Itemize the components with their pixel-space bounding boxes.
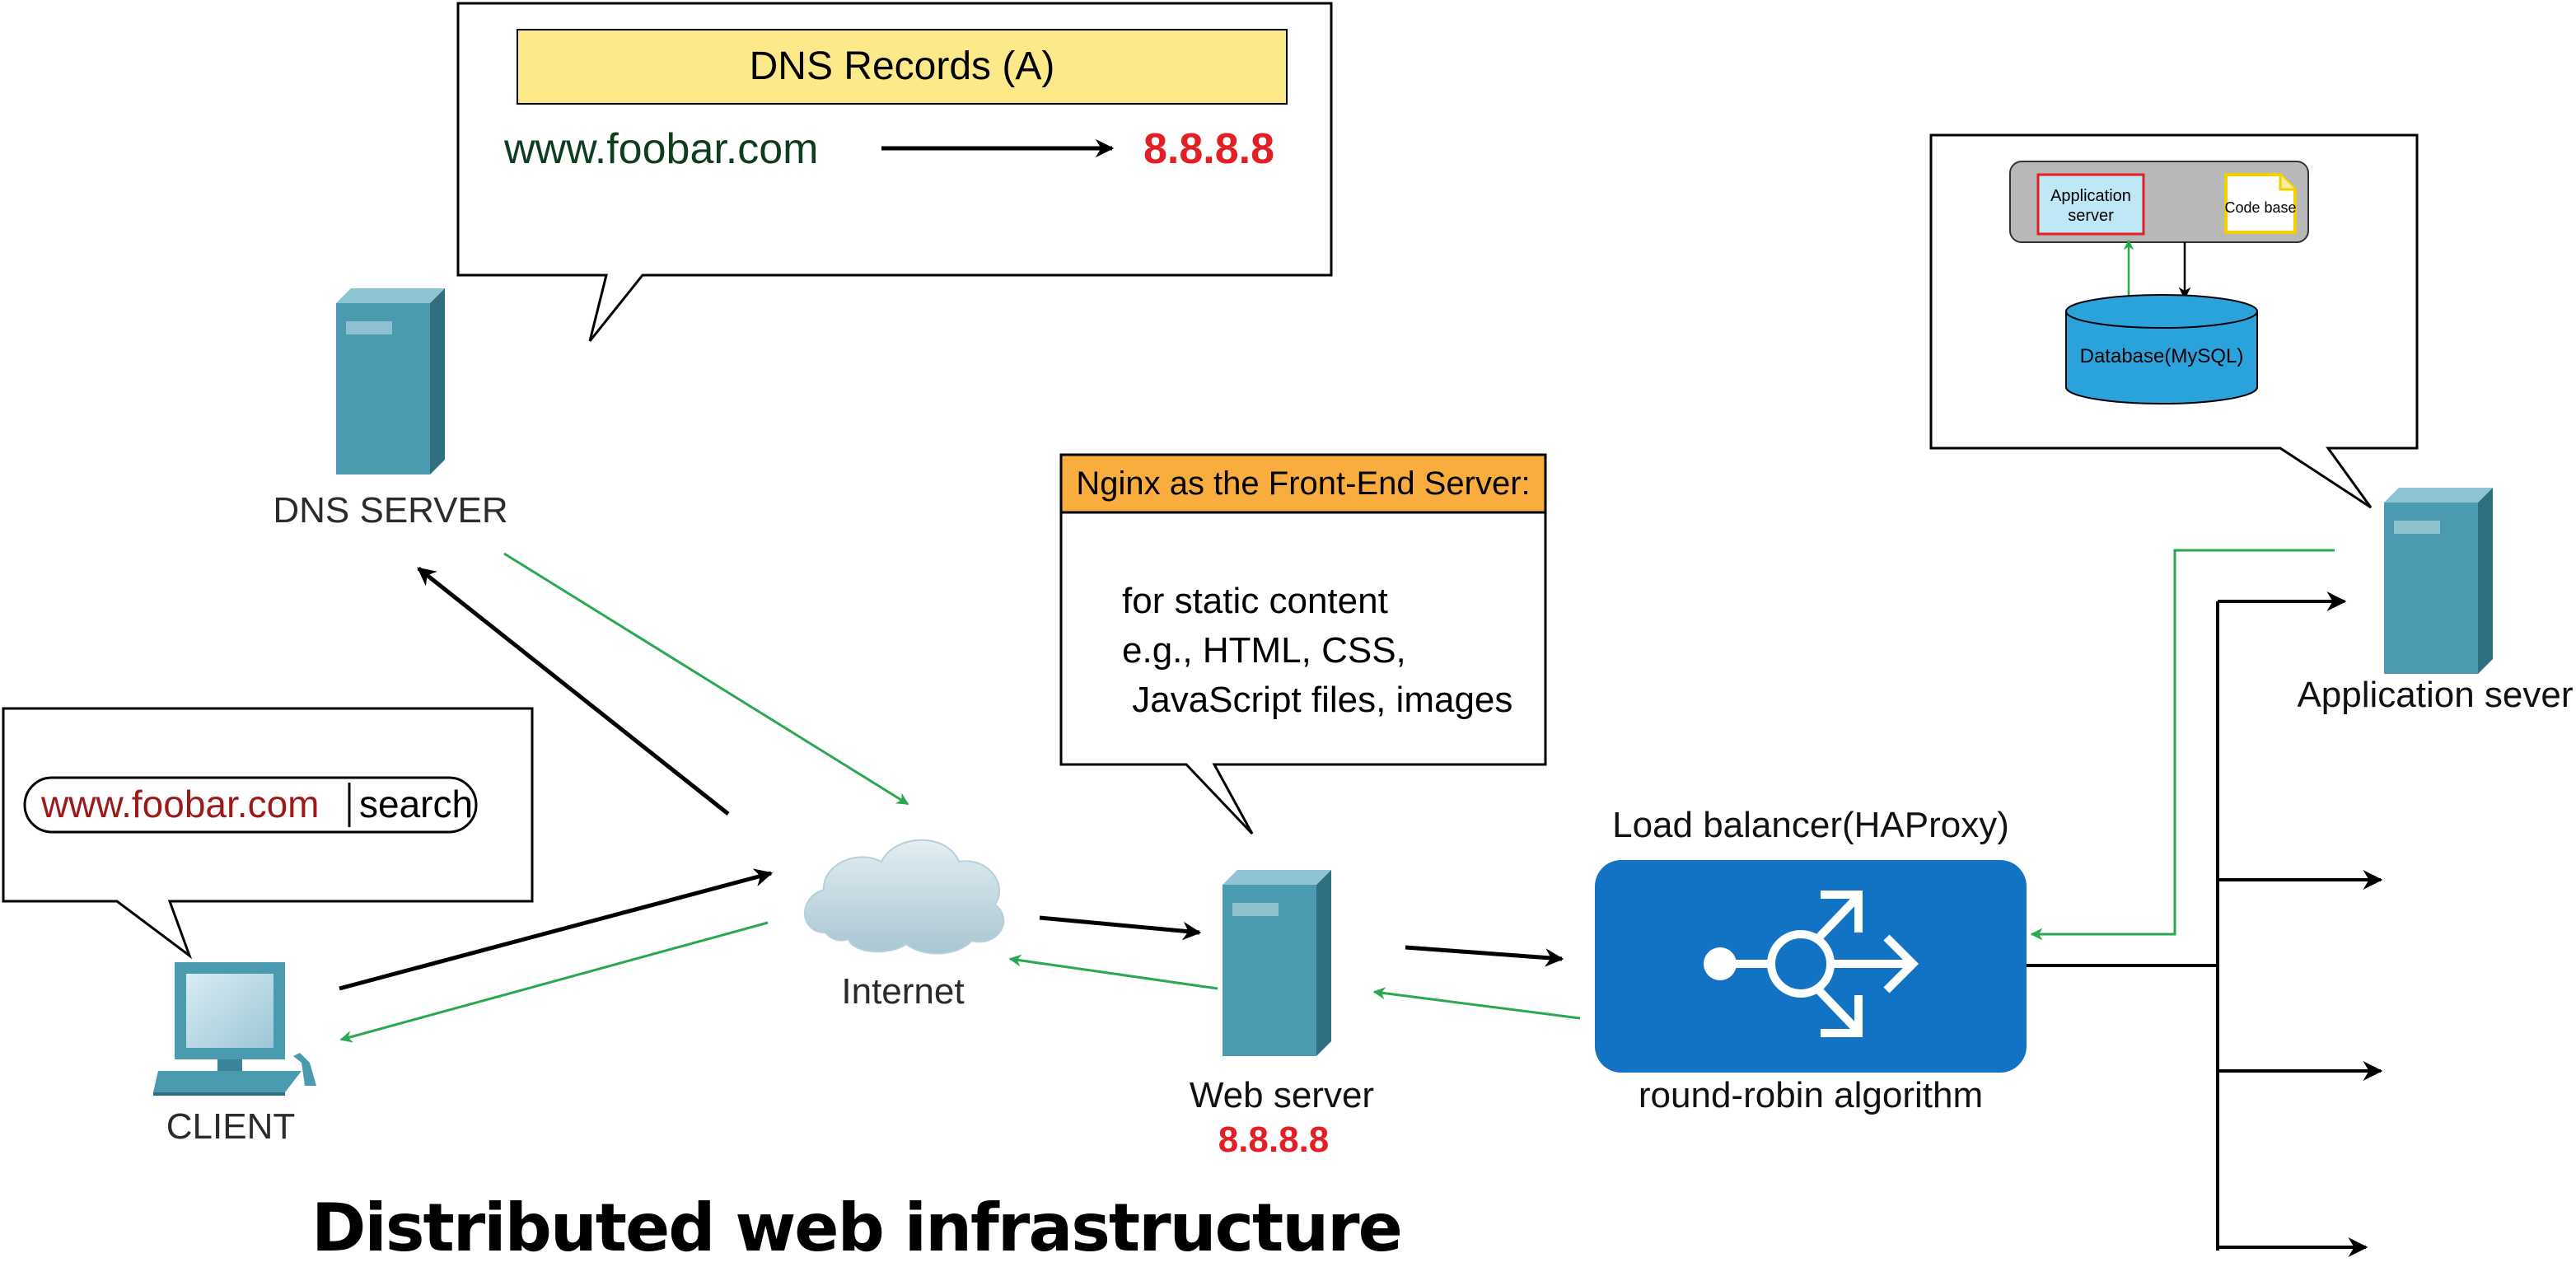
app-server-box (2036, 173, 2145, 236)
lb-distribution-bus (2027, 601, 2219, 1251)
application-server-icon (2384, 488, 2493, 674)
search-button[interactable]: search (359, 783, 473, 825)
dns-record-domain: www.foobar.com (503, 125, 819, 173)
dns-server-icon (336, 288, 445, 475)
dns-records-header-text: DNS Records (A) (750, 44, 1055, 88)
nginx-callout-line-2: e.g., HTML, CSS, (1122, 630, 1406, 671)
app-server-callout: Application server Code base Database(My… (1929, 133, 2419, 509)
diagram-title: Distributed web infrastructure (311, 1190, 1401, 1266)
nginx-callout-header-text: Nginx as the Front-End Server: (1076, 465, 1530, 502)
arrow-app-server-to-lb (2030, 549, 2335, 941)
client-callout: www.foobar.com search (2, 707, 534, 960)
nginx-callout-line-3: JavaScript files, images (1122, 680, 1512, 720)
arrow-internet-to-webserver (1039, 915, 1202, 941)
arrow-webserver-to-internet (1008, 954, 1218, 990)
web-server-label: Web server (1190, 1075, 1374, 1115)
arrow-webserver-to-lb (1405, 945, 1564, 967)
client-label: CLIENT (166, 1106, 295, 1147)
web-server-icon (1223, 870, 1331, 1056)
code-base-label: Code base (2224, 199, 2296, 216)
arrow-internet-to-client (339, 921, 769, 1043)
internet-cloud-icon (804, 839, 1005, 955)
arrow-client-to-internet (339, 868, 774, 991)
app-server-box-line-1: Application (2050, 187, 2131, 205)
flow-arrows (339, 549, 2383, 1257)
web-server-ip: 8.8.8.8 (1218, 1120, 1330, 1160)
browser-search-box: www.foobar.com (23, 776, 478, 834)
dns-records-callout: DNS Records (A) www.foobar.com 8.8.8.8 (456, 2, 1333, 342)
dns-server-label: DNS SERVER (273, 490, 507, 531)
load-balancer-icon (1595, 860, 2027, 1073)
database-cylinder-icon (2065, 294, 2258, 404)
app-server-box-line-2: server (2068, 207, 2114, 225)
load-balancer-label: Load balancer(HAProxy) (1612, 805, 2009, 845)
nginx-callout: Nginx as the Front-End Server: for stati… (1059, 453, 1547, 835)
dns-record-ip: 8.8.8.8 (1143, 125, 1274, 173)
nginx-callout-line-1: for static content (1122, 581, 1388, 621)
arrow-dns-to-internet (503, 552, 909, 806)
application-server-label: Application sever (2297, 675, 2573, 715)
load-balancer-caption: round-robin algorithm (1639, 1075, 1983, 1115)
internet-label: Internet (841, 971, 964, 1012)
database-label: Database(MySQL) (2080, 345, 2244, 367)
browser-url-text: www.foobar.com (40, 783, 319, 825)
dns-records-header (517, 29, 1288, 105)
client-computer-icon (153, 962, 316, 1096)
arrow-internet-to-dns (417, 567, 730, 816)
nginx-callout-header (1059, 453, 1547, 514)
arrow-lb-to-webserver (1372, 987, 1581, 1020)
code-base-file-icon (2224, 173, 2297, 234)
